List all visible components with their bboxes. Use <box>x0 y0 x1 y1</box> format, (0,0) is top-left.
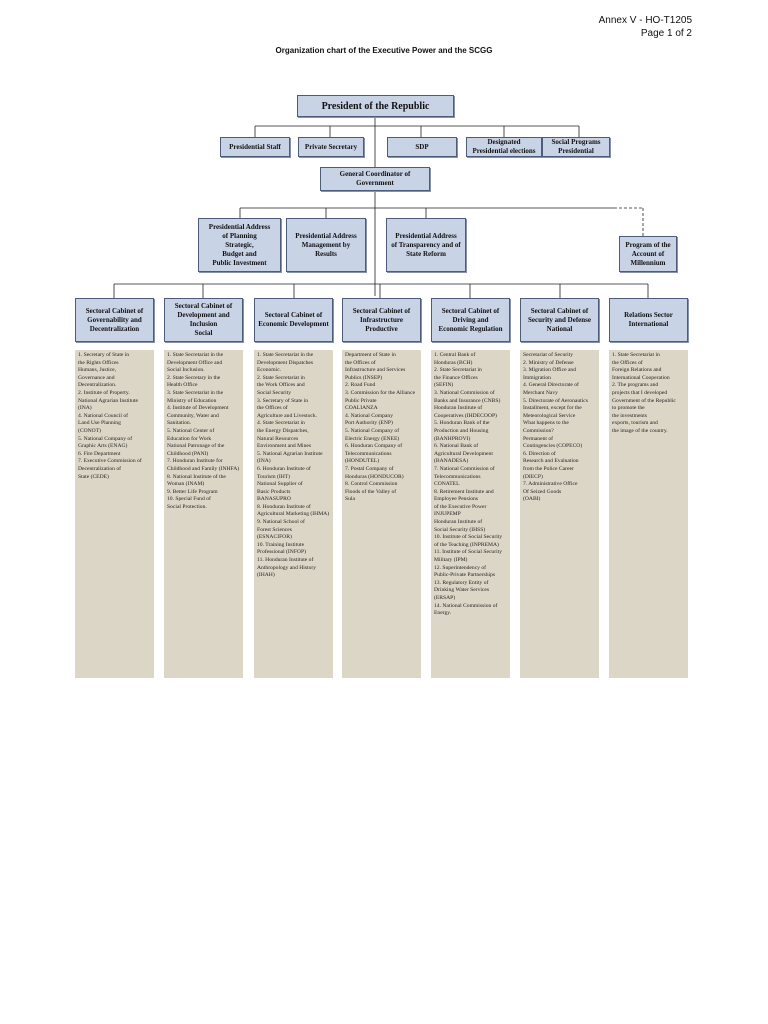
list-text: 1. State Secretariat in the Development … <box>167 352 240 510</box>
page-header: Annex V - HO-T1205 Page 1 of 2 <box>599 14 692 40</box>
cabinet-security-list: Secretariat of Security 2. Ministry of D… <box>520 350 599 678</box>
chart-title: Organization chart of the Executive Powe… <box>275 46 493 55</box>
cabinet-social-box: Sectoral Cabinet of Development and Incl… <box>164 298 243 342</box>
cabinet-governability-box: Sectoral Cabinet of Governability and De… <box>75 298 154 342</box>
list-text: Department of State in the Offices of In… <box>345 352 416 503</box>
cabinet-regulation-box: Sectoral Cabinet of Driving and Economic… <box>431 298 510 342</box>
social-programs-box: Social Programs Presidential <box>542 137 610 157</box>
private-secretary-box: Private Secretary <box>298 137 364 157</box>
designated-box: Designated Presidential elections <box>466 137 542 157</box>
list-text: 1. Secretary of State in the Rights Offi… <box>78 352 142 480</box>
cabinet-infrastructure-list: Department of State in the Offices of In… <box>342 350 421 678</box>
management-address-box: Presidential Address Management by Resul… <box>286 218 366 272</box>
list-text: 1. State Secretariat in the Development … <box>257 352 330 579</box>
list-text: Secretariat of Security 2. Ministry of D… <box>523 352 588 503</box>
sdp-box: SDP <box>387 137 457 157</box>
page-number: Page 1 of 2 <box>640 28 692 39</box>
annex-label: Annex V - HO-T1205 <box>598 15 692 26</box>
presidential-staff-box: Presidential Staff <box>220 137 290 157</box>
cabinet-governability-list: 1. Secretary of State in the Rights Offi… <box>75 350 154 678</box>
cabinet-infrastructure-box: Sectoral Cabinet of Infrastructure Produ… <box>342 298 421 342</box>
cabinet-security-box: Sectoral Cabinet of Security and Defense… <box>520 298 599 342</box>
general-coordinator-box: General Coordinator of Government <box>320 167 430 191</box>
transparency-address-box: Presidential Address of Transparency and… <box>386 218 466 272</box>
millennium-program-box: Program of the Account of Millennium <box>619 236 677 272</box>
planning-address-box: Presidential Address of Planning Strateg… <box>198 218 281 272</box>
cabinet-relations-box: Relations Sector International <box>609 298 688 342</box>
list-text: 1. Central Bank of Honduras (BCH) 2. Sta… <box>434 352 503 617</box>
cabinet-economic-box: Sectoral Cabinet of Economic Development <box>254 298 333 342</box>
cabinet-regulation-list: 1. Central Bank of Honduras (BCH) 2. Sta… <box>431 350 510 678</box>
cabinet-economic-list: 1. State Secretariat in the Development … <box>254 350 333 678</box>
president-box: President of the Republic <box>297 95 454 117</box>
cabinet-social-list: 1. State Secretariat in the Development … <box>164 350 243 678</box>
cabinet-relations-list: 1. State Secretariat in the Offices of F… <box>609 350 688 678</box>
list-text: 1. State Secretariat in the Offices of F… <box>612 352 676 434</box>
